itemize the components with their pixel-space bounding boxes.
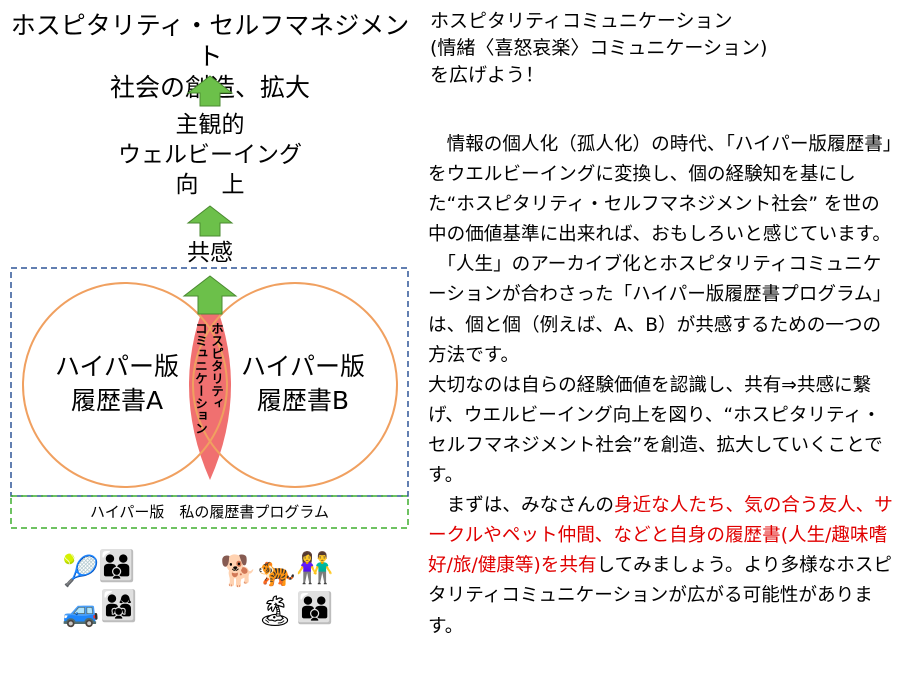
program-label: ハイパー版 私の履歴書プログラム — [90, 503, 329, 521]
car-icon: 🚙 — [62, 594, 100, 629]
family-group-icon: 👪 — [296, 591, 334, 626]
paragraph-4: まずは、みなさんの身近な人たち、気の合う友人、サークルやペット仲間、などと自身の… — [428, 491, 898, 641]
paragraph-4-start: まずは、みなさんの — [428, 495, 614, 517]
circle-a-line2: 履歴書A — [70, 386, 164, 415]
tennis-icon: 🎾 — [62, 554, 100, 589]
up-arrow-bottom — [182, 275, 238, 315]
dog-icon: 🐕 — [220, 554, 258, 589]
couple-icon: 👫 — [296, 551, 334, 586]
circle-b-line1: ハイパー版 — [240, 352, 365, 381]
main-title: ホスピタリティ・セルフマネジメント 社会の創造、拡大 — [0, 10, 420, 103]
island-icon: 🏝 — [256, 594, 295, 629]
subjective-line3: 向 上 — [175, 172, 245, 198]
main-title-line1: ホスピタリティ・セルフマネジメント — [10, 11, 410, 71]
lens-label: ホスピタリティ コミュニケーション — [192, 322, 224, 462]
circle-b — [192, 282, 398, 488]
right-title: ホスピタリティコミュニケーション (情緒〈喜怒哀楽〉コミュニケーション) を広げ… — [430, 8, 900, 89]
subjective-wellbeing: 主観的 ウェルビーイング 向 上 — [60, 110, 360, 200]
subjective-line2: ウェルビーイング — [118, 142, 302, 168]
paragraph-1: 情報の個人化（孤人化）の時代、「ハイパー版履歴書」をウエルビーイングに変換し、個… — [428, 134, 893, 246]
family-icon: 👪 — [98, 549, 136, 584]
right-title-line1: ホスピタリティコミュニケーション — [430, 10, 733, 32]
circle-b-label: ハイパー版 履歴書B — [228, 350, 378, 418]
up-arrow-top — [186, 75, 234, 107]
body-text: 情報の個人化（孤人化）の時代、「ハイパー版履歴書」をウエルビーイングに変換し、個… — [428, 130, 898, 642]
circle-a-line1: ハイパー版 — [54, 352, 179, 381]
right-title-line2: (情緒〈喜怒哀楽〉コミュニケーション) — [430, 37, 768, 59]
circle-a-label: ハイパー版 履歴書A — [42, 350, 192, 418]
lens-line2: コミュニケーション — [193, 322, 208, 435]
subjective-line1: 主観的 — [175, 112, 245, 138]
intersection-lens — [189, 290, 231, 480]
tiger-icon: 🐅 — [258, 554, 296, 589]
venn-diagram — [10, 75, 409, 529]
empathy-label: 共感 — [187, 240, 233, 266]
paragraph-4-highlight: 身近な人たち、気の合う友人、サークルやペット仲間、などと自身の履歴書(人生/趣味… — [428, 495, 893, 577]
paragraph-4-end: してみましょう。より多様なホスピタリティコミュニケーションが広がる可能性がありま… — [428, 555, 893, 637]
circle-b-line2: 履歴書B — [256, 386, 350, 415]
circle-a — [22, 282, 228, 488]
right-title-line3: を広げよう！ — [430, 64, 545, 86]
paragraph-2: 「人生」のアーカイブ化とホスピタリティコミュニケーションが合わさった「ハイパー版… — [428, 254, 892, 366]
blue-dashed-box — [10, 267, 409, 497]
paragraph-3: 大切なのは自らの経験価値を認識し、共有⇒共感に繋げ、ウエルビーイング向上を図り、… — [428, 374, 883, 487]
family-three-icon: 👨‍👩‍👧 — [100, 589, 138, 624]
lens-line1: ホスピタリティ — [209, 322, 224, 410]
green-dashed-box — [10, 495, 409, 529]
up-arrow-middle — [186, 205, 234, 237]
